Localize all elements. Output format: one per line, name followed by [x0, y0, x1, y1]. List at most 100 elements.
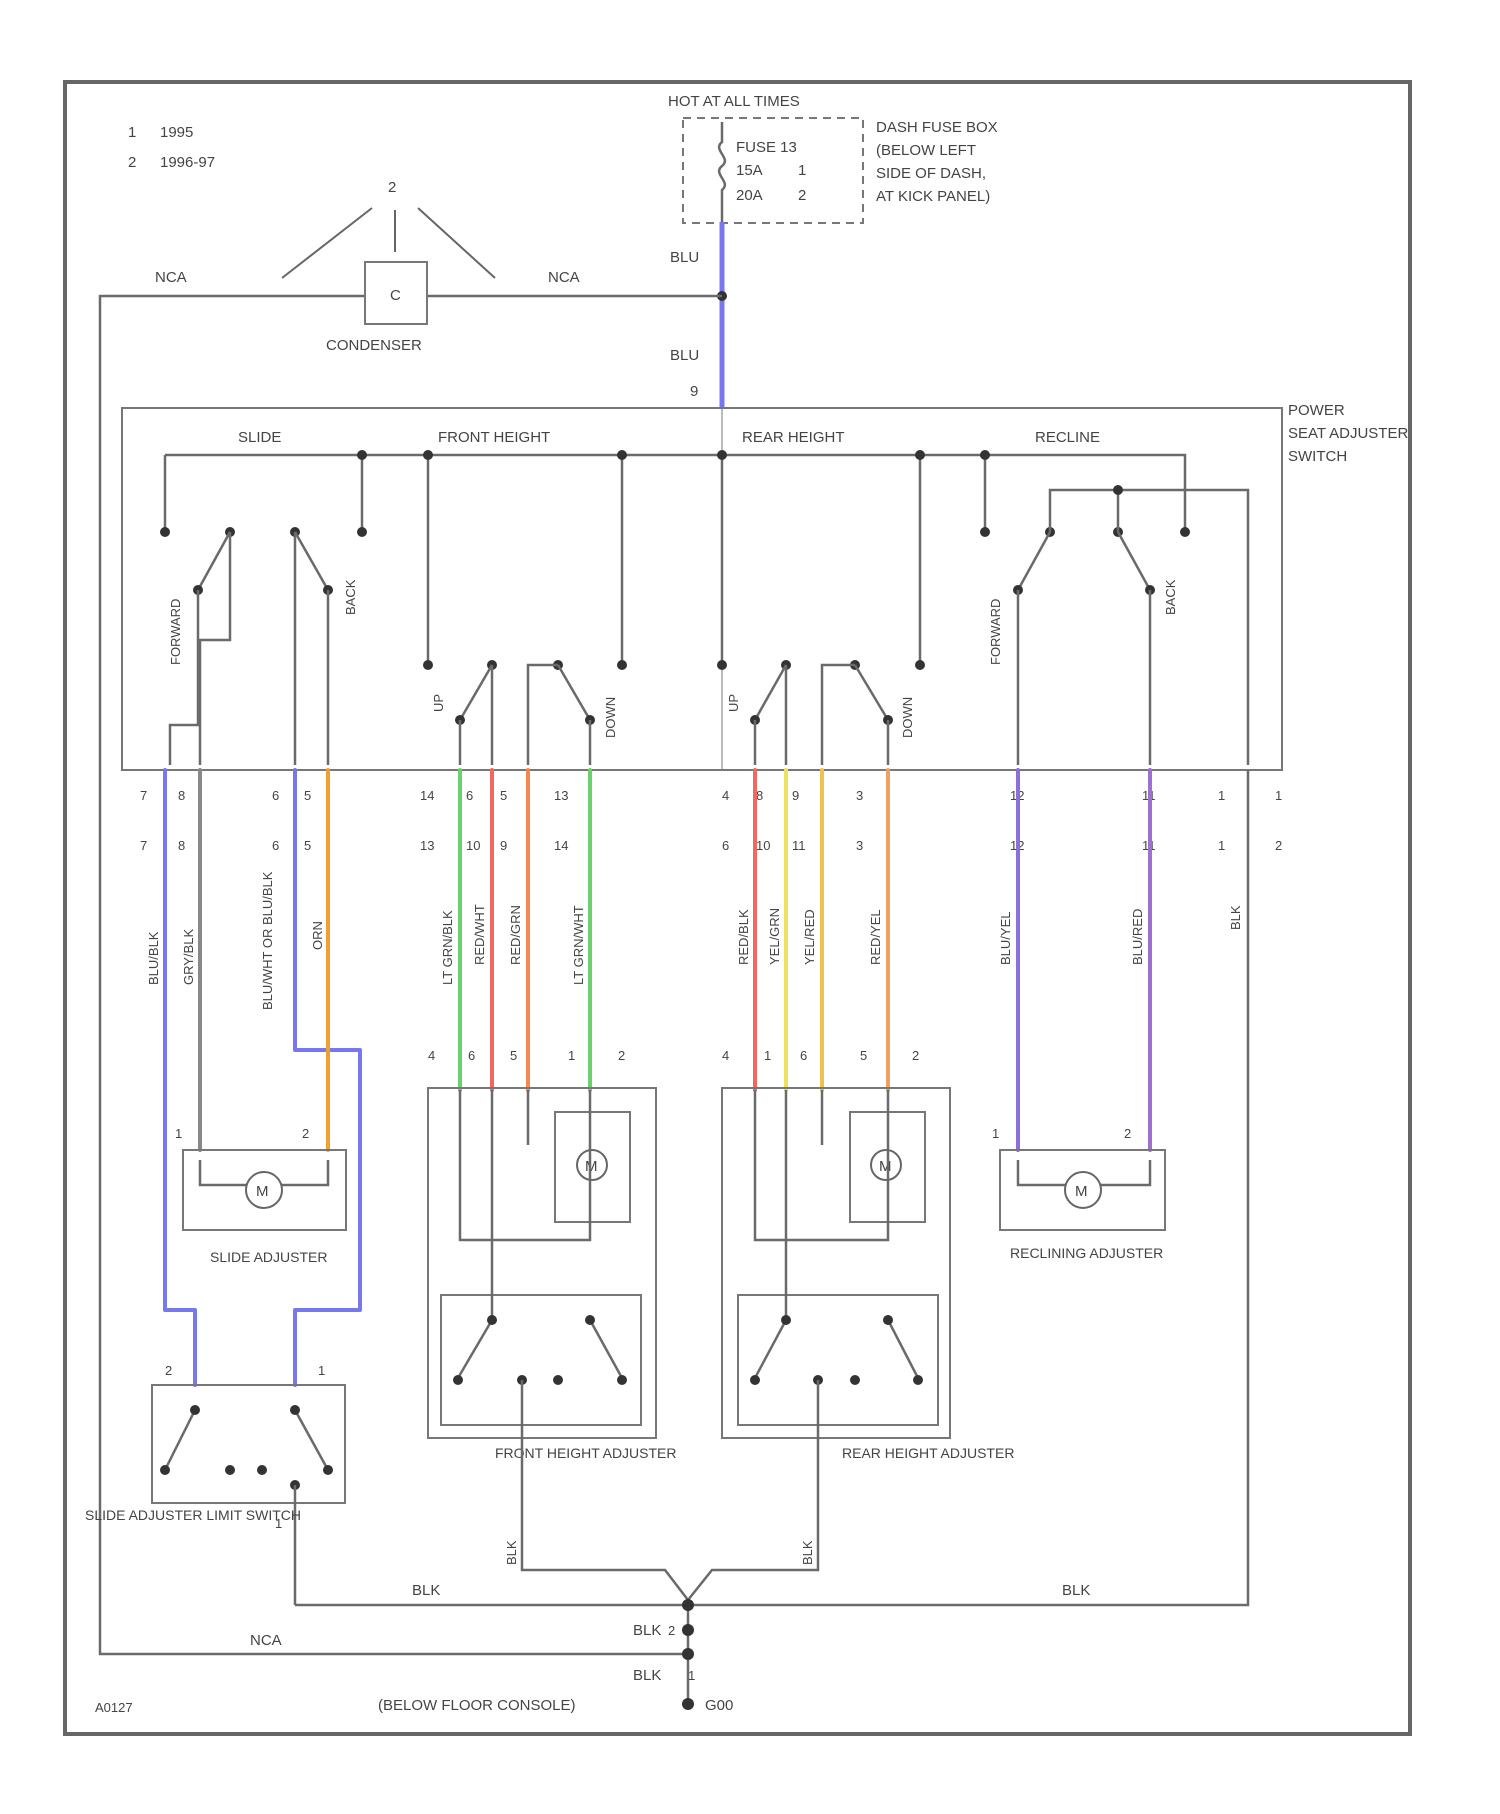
- fuse-rating-2-code: 2: [798, 187, 806, 204]
- fuse-box-line-3: SIDE OF DASH,: [876, 165, 986, 182]
- blu-feed-wire: BLU BLU 9: [670, 222, 727, 408]
- splice-code-2: 2: [668, 1623, 675, 1638]
- svg-text:9: 9: [500, 838, 507, 853]
- ground-id: G00: [705, 1697, 733, 1714]
- slide-back-label: BACK: [343, 579, 358, 615]
- svg-text:2: 2: [618, 1048, 625, 1063]
- fuse-icon: [719, 122, 725, 222]
- recline-back-label: BACK: [1163, 579, 1178, 615]
- svg-text:6: 6: [722, 838, 729, 853]
- svg-text:11: 11: [792, 838, 806, 853]
- blk-label-splice-2: BLK: [633, 1667, 661, 1684]
- svg-text:8: 8: [756, 788, 763, 803]
- rear-down-label: DOWN: [900, 697, 915, 738]
- nca-label-right: NCA: [548, 269, 580, 286]
- slide-adjuster-limit-switch: 21 1 SLIDE ADJUSTER LIMIT SWITCH: [85, 1363, 345, 1605]
- fuse-box-outline: [683, 118, 863, 223]
- power-seat-adjuster-switch: POWER SEAT ADJUSTER SWITCH SLIDE FRONT H…: [122, 402, 1408, 770]
- footer-code: A0127: [95, 1700, 133, 1715]
- splice-code-1: 1: [688, 1668, 695, 1683]
- front-adjuster-box: [428, 1088, 656, 1438]
- nca-label-bottom: NCA: [250, 1632, 282, 1649]
- svg-text:5: 5: [860, 1048, 867, 1063]
- blk-label-front: BLK: [504, 1540, 519, 1565]
- wire-label-yel-grn: YEL/GRN: [767, 908, 782, 965]
- legend: 1 1995 2 1996-97: [128, 124, 215, 171]
- rear-motor-symbol: M: [879, 1158, 892, 1175]
- wire-label-lt-grn-blk: LT GRN/BLK: [440, 910, 455, 985]
- section-recline-label: RECLINE: [1035, 429, 1100, 446]
- svg-text:6: 6: [272, 838, 279, 853]
- fuse-box-line-4: AT KICK PANEL): [876, 188, 990, 205]
- switch-title-line-3: SWITCH: [1288, 448, 1347, 465]
- fuse-rating-1: 15A: [736, 162, 763, 179]
- svg-text:10: 10: [756, 838, 770, 853]
- slide-limit-switch-label: SLIDE ADJUSTER LIMIT SWITCH: [85, 1507, 301, 1523]
- svg-text:5: 5: [510, 1048, 517, 1063]
- svg-text:1: 1: [1275, 788, 1282, 803]
- slide-adjuster-label: SLIDE ADJUSTER: [210, 1249, 327, 1265]
- wire-label-yel-red: YEL/RED: [802, 909, 817, 965]
- svg-text:2: 2: [165, 1363, 172, 1378]
- svg-text:3: 3: [856, 788, 863, 803]
- legend-code-2: 2: [128, 154, 136, 171]
- wire-label-orn: ORN: [310, 921, 325, 950]
- svg-text:1: 1: [568, 1048, 575, 1063]
- wire-label-blu-blk: BLU/BLK: [146, 931, 161, 985]
- condenser-symbol: C: [390, 287, 401, 304]
- legend-code-1: 1: [128, 124, 136, 141]
- svg-text:6: 6: [468, 1048, 475, 1063]
- fuse-rating-2: 20A: [736, 187, 763, 204]
- svg-text:2: 2: [302, 1126, 309, 1141]
- slide-switch-contacts: FORWARD BACK: [160, 527, 367, 765]
- rear-height-adjuster-label: REAR HEIGHT ADJUSTER: [842, 1445, 1014, 1461]
- switch-title-line-2: SEAT ADJUSTER: [1288, 425, 1408, 442]
- wire-blu-blk: [165, 770, 195, 1385]
- svg-text:5: 5: [500, 788, 507, 803]
- front-up-label: UP: [431, 694, 446, 712]
- limit-switch-box: [152, 1385, 345, 1503]
- recline-switch-contacts: FORWARD BACK: [980, 485, 1248, 765]
- blu-label-lower: BLU: [670, 347, 699, 364]
- wire-label-blu-yel: BLU/YEL: [998, 912, 1013, 965]
- ground-location: (BELOW FLOOR CONSOLE): [378, 1697, 576, 1714]
- svg-text:5: 5: [304, 788, 311, 803]
- svg-text:1: 1: [992, 1126, 999, 1141]
- slide-forward-label: FORWARD: [168, 599, 183, 665]
- legend-text-2: 1996-97: [160, 154, 215, 171]
- svg-text:1: 1: [764, 1048, 771, 1063]
- nca-label-left: NCA: [155, 269, 187, 286]
- svg-text:9: 9: [792, 788, 799, 803]
- switch-input-pin: 9: [690, 383, 698, 400]
- front-down-label: DOWN: [603, 697, 618, 738]
- svg-text:2: 2: [1275, 838, 1282, 853]
- blk-label-rear: BLK: [800, 1540, 815, 1565]
- fuse-box-line-1: DASH FUSE BOX: [876, 119, 998, 136]
- svg-text:4: 4: [428, 1048, 435, 1063]
- rear-up-label: UP: [726, 694, 741, 712]
- svg-text:7: 7: [140, 838, 147, 853]
- fuse-box-line-2: (BELOW LEFT: [876, 142, 976, 159]
- svg-text:1: 1: [1218, 788, 1225, 803]
- switch-title-line-1: POWER: [1288, 402, 1345, 419]
- recline-motor-symbol: M: [1075, 1183, 1088, 1200]
- ground-wiring: BLK BLK BLK BLK BLK 2 BLK 1 (BELOW FLOOR…: [95, 1440, 1090, 1715]
- wire-label-blu-red: BLU/RED: [1130, 909, 1145, 965]
- wire-label-lt-grn-wht: LT GRN/WHT: [571, 905, 586, 985]
- condenser-label: CONDENSER: [326, 337, 422, 354]
- svg-text:1: 1: [175, 1126, 182, 1141]
- wire-label-red-yel: RED/YEL: [868, 909, 883, 965]
- wire-label-red-wht: RED/WHT: [472, 904, 487, 965]
- condenser: C CONDENSER 2: [282, 179, 495, 354]
- wire-labels: BLU/BLK GRY/BLK BLU/WHT OR BLU/BLK ORN L…: [146, 871, 1243, 1010]
- wire-label-red-blk: RED/BLK: [736, 909, 751, 965]
- condenser-version-code: 2: [388, 179, 396, 196]
- section-front-height-label: FRONT HEIGHT: [438, 429, 550, 446]
- svg-text:8: 8: [178, 788, 185, 803]
- slide-motor-symbol: M: [256, 1183, 269, 1200]
- svg-text:6: 6: [272, 788, 279, 803]
- svg-text:13: 13: [554, 788, 568, 803]
